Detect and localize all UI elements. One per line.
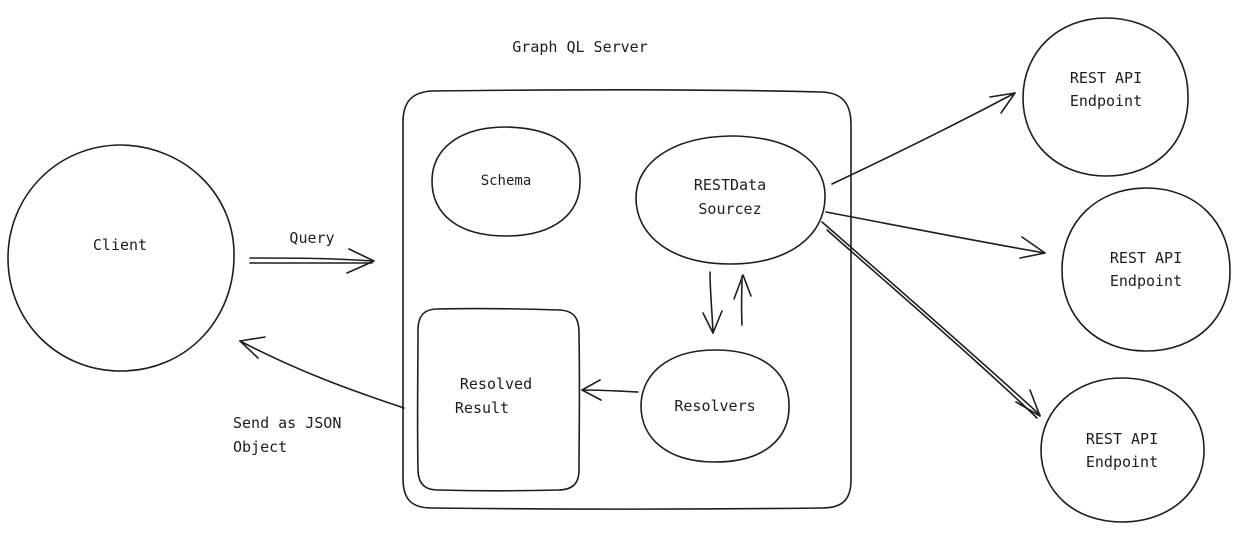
- query-arrow: [249, 248, 375, 274]
- resolvers-to-datasource-arrow: [733, 274, 752, 326]
- datasource-to-endpoint-2-arrow: [825, 211, 1046, 259]
- result-label-line2: Result: [455, 399, 509, 417]
- endpoint-1-label-line2: Endpoint: [1070, 92, 1142, 110]
- datasource-label-line2: Sourcez: [698, 200, 761, 218]
- endpoint-node-2: [1061, 187, 1231, 352]
- client-node: [7, 144, 235, 372]
- server-title: Graph QL Server: [512, 38, 647, 56]
- endpoint-2-label-line2: Endpoint: [1110, 272, 1182, 290]
- client-label: Client: [93, 236, 147, 254]
- datasource-node: [635, 135, 826, 265]
- datasource-to-resolvers-arrow: [702, 271, 723, 334]
- datasource-label-line1: RESTData: [694, 176, 766, 194]
- server-box: [401, 89, 853, 510]
- response-arrow: [239, 336, 405, 409]
- endpoint-2-label-line1: REST API: [1110, 249, 1182, 267]
- endpoint-3-label-line2: Endpoint: [1086, 453, 1158, 471]
- schema-node: [431, 126, 581, 237]
- result-label-line1: Resolved: [460, 375, 532, 393]
- schema-label: Schema: [481, 173, 532, 189]
- resolvers-to-result-arrow: [581, 379, 639, 401]
- endpoint-1-label-line1: REST API: [1070, 69, 1142, 87]
- response-label-line2: Object: [233, 438, 287, 456]
- endpoint-node-3: [1040, 377, 1205, 523]
- resolvers-node: [640, 349, 790, 463]
- endpoint-node-1: [1022, 17, 1189, 177]
- datasource-to-endpoint-3-arrow: [821, 221, 1041, 419]
- resolvers-label: Resolvers: [674, 397, 755, 415]
- endpoint-3-label-line1: REST API: [1086, 430, 1158, 448]
- response-label-line1: Send as JSON: [233, 414, 341, 432]
- datasource-to-endpoint-1-arrow: [831, 92, 1016, 185]
- result-node: [416, 307, 581, 492]
- query-label: Query: [289, 229, 334, 247]
